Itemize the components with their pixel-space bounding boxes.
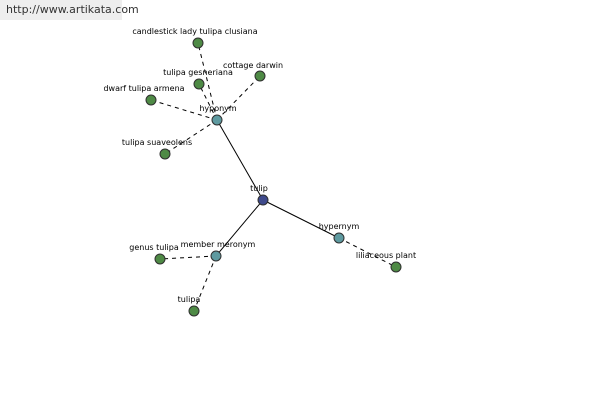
- node-liliaceous[interactable]: [390, 261, 402, 273]
- node-label-hyponym[interactable]: hyponym: [199, 104, 237, 113]
- edge-tulip-to-member-meronym: [215, 199, 264, 257]
- edge-member-meronym-to-tulipa: [193, 255, 217, 312]
- node-label-dwarf[interactable]: dwarf tulipa armena: [103, 84, 184, 93]
- node-tulipa[interactable]: [188, 305, 200, 317]
- node-label-gesneriana[interactable]: tulipa gesneriana: [163, 68, 233, 77]
- node-label-suaveolens[interactable]: tulipa suaveolens: [122, 138, 192, 147]
- node-label-cottage[interactable]: cottage darwin: [223, 61, 283, 70]
- edge-hyponym-to-cottage: [216, 75, 261, 121]
- edge-hypernym-to-liliaceous: [338, 237, 397, 268]
- node-cottage[interactable]: [254, 70, 266, 82]
- node-suaveolens[interactable]: [159, 148, 171, 160]
- node-genus[interactable]: [154, 253, 166, 265]
- node-label-tulipa[interactable]: tulipa: [178, 295, 201, 304]
- edge-hyponym-to-dwarf: [150, 99, 218, 121]
- node-tulip[interactable]: [257, 194, 269, 206]
- node-hypernym[interactable]: [333, 232, 345, 244]
- node-label-tulip[interactable]: tulip: [250, 184, 268, 193]
- edge-hyponym-to-suaveolens: [164, 119, 218, 155]
- node-gesneriana[interactable]: [193, 78, 205, 90]
- node-member-meronym[interactable]: [210, 250, 222, 262]
- edge-tulip-to-hyponym: [216, 119, 264, 201]
- edge-tulip-to-hypernym: [262, 199, 340, 239]
- edge-hyponym-to-gesneriana: [198, 83, 218, 121]
- edge-hyponym-to-candlestick: [197, 42, 218, 121]
- node-hyponym[interactable]: [211, 114, 223, 126]
- edges: [150, 42, 397, 312]
- node-dwarf[interactable]: [145, 94, 157, 106]
- node-label-liliaceous[interactable]: liliaceous plant: [356, 251, 416, 260]
- watermark-url: http://www.artikata.com: [0, 0, 139, 20]
- edge-member-meronym-to-genus: [159, 255, 217, 260]
- node-label-member-meronym[interactable]: member meronym: [181, 240, 256, 249]
- node-label-genus[interactable]: genus tulipa: [129, 243, 179, 252]
- node-label-hypernym[interactable]: hypernym: [319, 222, 360, 231]
- nodes: tulip hyponym hypernym member meronym candle…: [103, 27, 416, 317]
- node-candlestick[interactable]: [192, 37, 204, 49]
- node-label-candlestick[interactable]: candlestick lady tulipa clusiana: [132, 27, 257, 36]
